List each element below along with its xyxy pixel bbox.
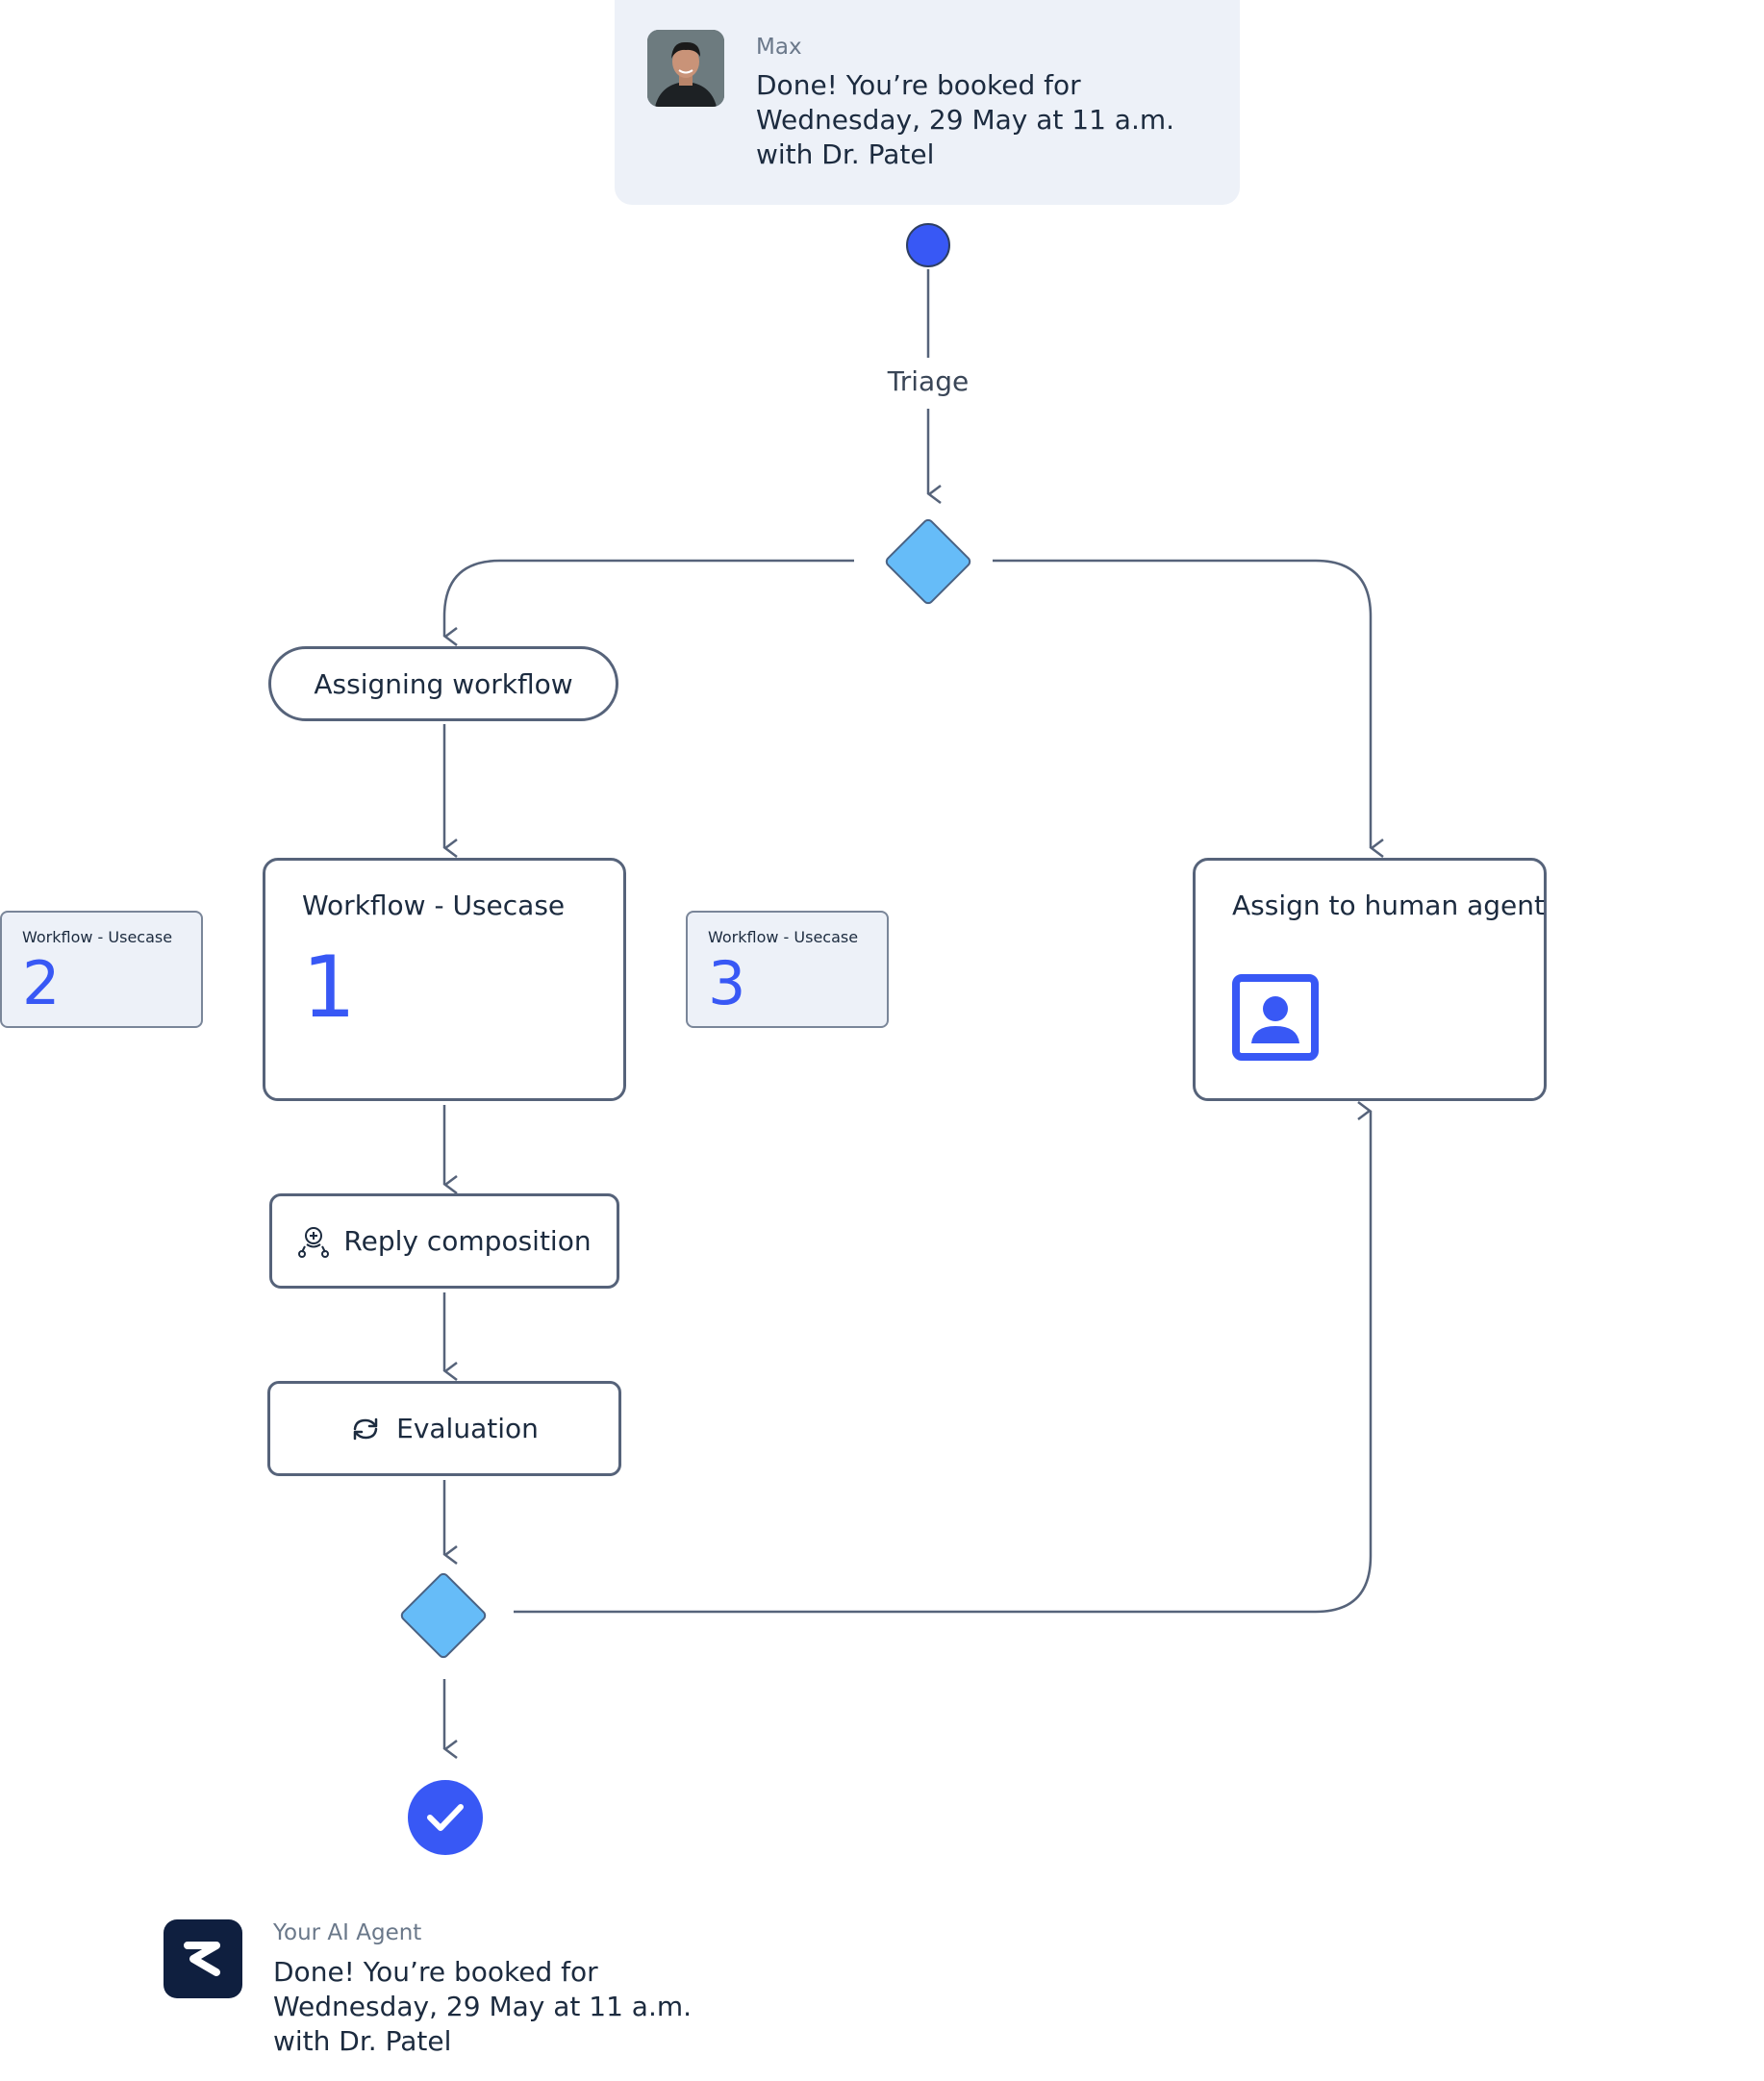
- agent-message-text: Done! You’re booked for Wednesday, 29 Ma…: [273, 1956, 693, 2057]
- edge-decision-assigning: [442, 559, 854, 646]
- workflow-usecase-2-card: Workflow - Usecase 2: [0, 911, 203, 1028]
- workflow-usecase-1-node: Workflow - Usecase 1: [263, 858, 626, 1101]
- workflow-usecase-2-title: Workflow - Usecase: [22, 928, 173, 946]
- user-sender-name: Max: [756, 35, 802, 60]
- evaluation-node: Evaluation: [267, 1381, 621, 1476]
- edge-decision-human: [993, 559, 1384, 858]
- workflow-usecase-3-title: Workflow - Usecase: [708, 928, 859, 946]
- agent-logo: [164, 1919, 242, 1998]
- workflow-usecase-3-card: Workflow - Usecase 3: [686, 911, 889, 1028]
- workflow-usecase-3-number: 3: [708, 948, 746, 1018]
- start-node: [906, 223, 950, 267]
- user-message-text: Done! You’re booked for Wednesday, 29 Ma…: [756, 69, 1175, 170]
- reply-composition-icon: [298, 1226, 330, 1258]
- workflow-usecase-1-title: Workflow - Usecase: [302, 890, 566, 921]
- person-badge-icon: [1232, 974, 1319, 1061]
- workflow-usecase-2-number: 2: [22, 948, 61, 1018]
- evaluation-label: Evaluation: [396, 1413, 539, 1444]
- user-photo-icon: [647, 30, 724, 107]
- triage-label: Triage: [887, 365, 970, 397]
- assigning-workflow-label: Assigning workflow: [314, 667, 573, 700]
- assign-human-agent-title: Assign to human agent: [1232, 890, 1545, 921]
- done-node: [408, 1780, 483, 1855]
- refresh-icon: [353, 1417, 378, 1440]
- reply-composition-node: Reply composition: [269, 1193, 619, 1289]
- checkmark-icon: [427, 1804, 464, 1831]
- assign-human-agent-node: Assign to human agent: [1193, 858, 1547, 1101]
- edge-decision-human-return: [514, 1101, 1373, 1614]
- assigning-workflow-node: Assigning workflow: [268, 646, 618, 721]
- workflow-usecase-1-number: 1: [302, 938, 356, 1037]
- user-avatar: [647, 30, 724, 107]
- agent-sender-name: Your AI Agent: [273, 1920, 422, 1945]
- agent-logo-icon: [184, 1942, 220, 1976]
- reply-composition-label: Reply composition: [343, 1225, 592, 1257]
